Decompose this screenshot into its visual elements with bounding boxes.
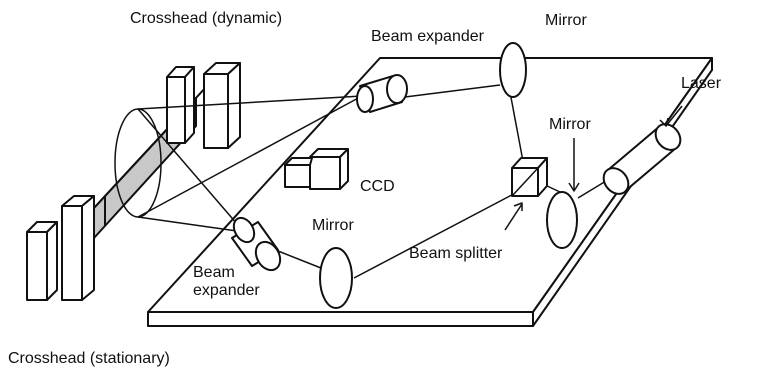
label-beam-splitter: Beam splitter	[409, 245, 503, 262]
annotation-arrows	[504, 105, 683, 231]
mirror-top	[499, 42, 527, 98]
label-ccd: CCD	[360, 178, 395, 195]
label-beam-expander-bottom: Beam expander	[193, 264, 260, 299]
beam-expander-bottom	[231, 216, 282, 272]
crosshead-dynamic	[166, 62, 241, 149]
label-crosshead-dynamic: Crosshead (dynamic)	[130, 10, 283, 27]
laser	[602, 123, 682, 195]
illumination-cone	[114, 95, 363, 233]
label-mirror-bottom: Mirror	[312, 217, 354, 234]
mirror-right	[546, 191, 578, 249]
mirror-bottom	[319, 247, 353, 309]
label-beam-expander-top: Beam expander	[371, 28, 484, 45]
beam-splitter-cube	[511, 157, 548, 197]
label-crosshead-stationary: Crosshead (stationary)	[8, 350, 170, 367]
label-mirror-right: Mirror	[549, 116, 591, 133]
label-laser: Laser	[681, 75, 722, 92]
crosshead-stationary	[26, 195, 95, 301]
ccd-camera	[284, 148, 349, 190]
label-mirror-top: Mirror	[545, 12, 587, 29]
beam-expander-top	[356, 74, 408, 113]
